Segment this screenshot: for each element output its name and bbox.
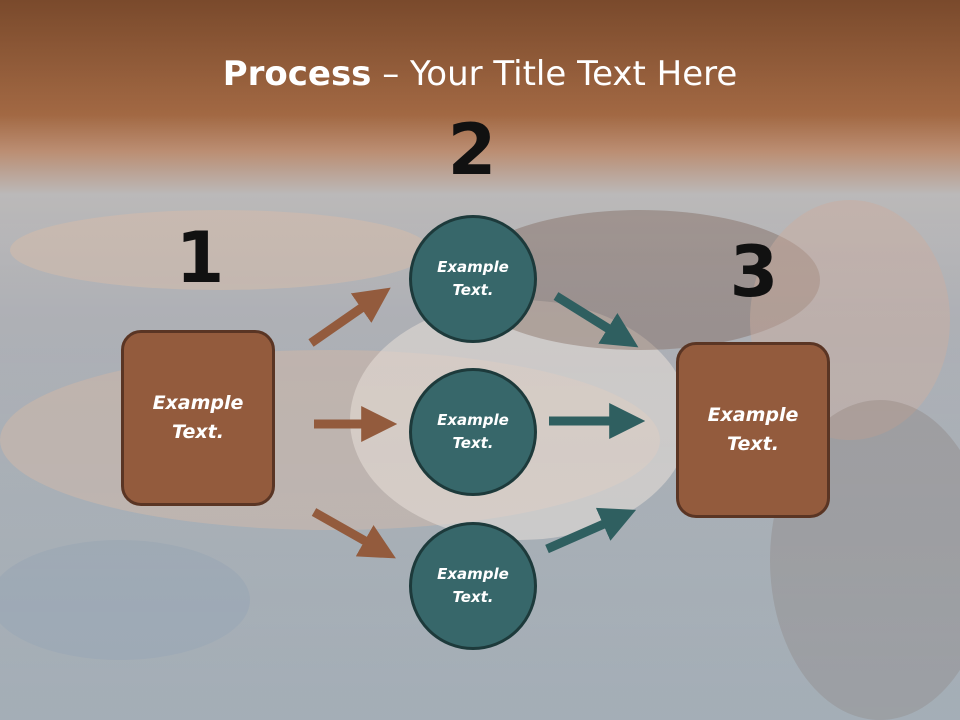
step-3-text: Example Text. [707,404,799,455]
step-2-circle-bottom: Example Text. [409,522,537,650]
arrow-from-top-circle [553,292,639,348]
arrow-from-bottom-circle [545,507,637,554]
arrow-to-bottom-circle [311,508,396,559]
step-number-2: 2 [447,109,497,191]
title-rest: – Your Title Text Here [371,54,738,94]
step-3-box: Example Text. [676,342,830,518]
circle-bottom-text: Example Text. [437,565,509,606]
slide-title: Process – Your Title Text Here [0,52,960,96]
step-1-text: Example Text. [152,392,244,443]
step-number-3: 3 [729,231,779,313]
step-2-circle-middle: Example Text. [409,368,537,496]
step-number-1: 1 [175,217,225,299]
arrow-to-top-circle [308,287,391,347]
step-2-circle-top: Example Text. [409,215,537,343]
circle-top-text: Example Text. [437,258,509,299]
circle-middle-text: Example Text. [437,411,509,452]
title-bold: Process [222,54,372,94]
step-1-box: Example Text. [121,330,275,506]
